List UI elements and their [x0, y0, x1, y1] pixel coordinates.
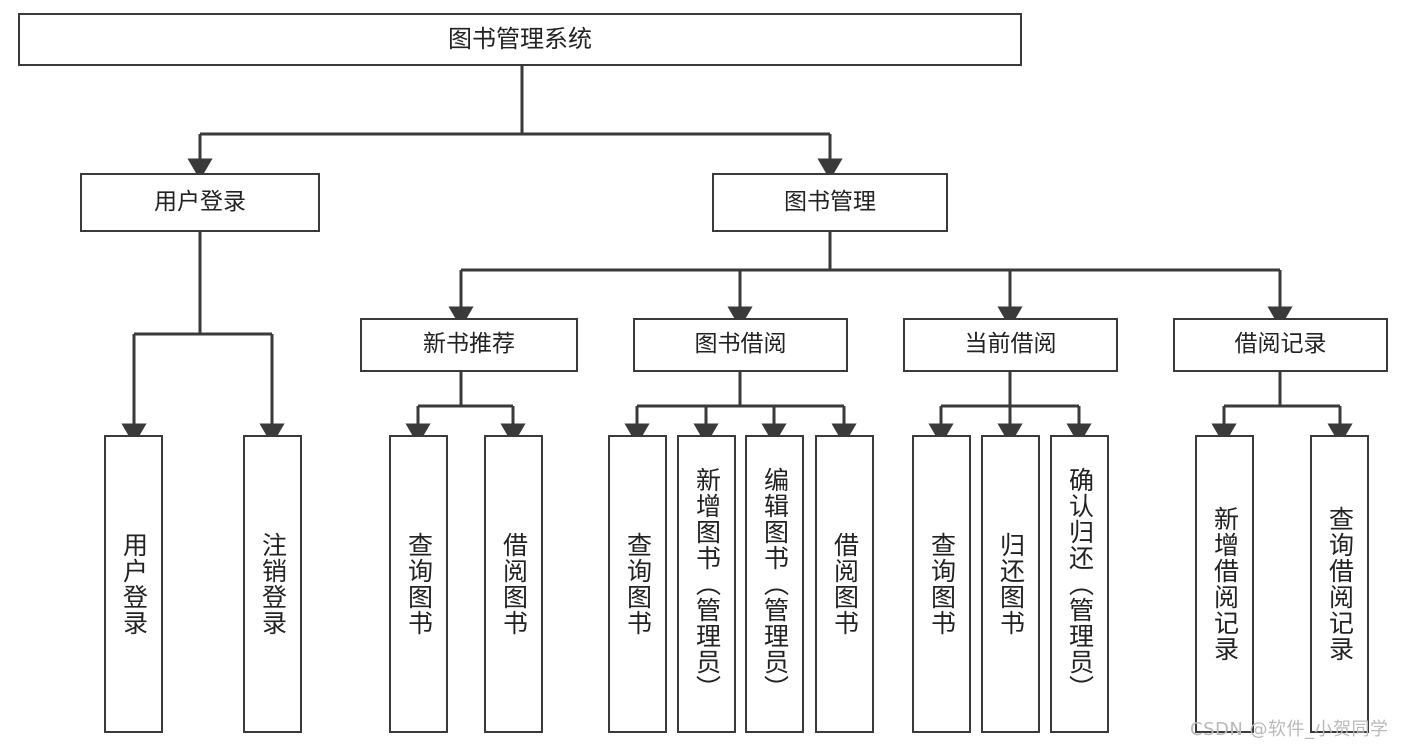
leaf-query-book-new[interactable]: 查询图书 — [389, 435, 448, 733]
leaf-add-book-admin[interactable]: 新增图书（管理员） — [677, 435, 736, 733]
leaf-query-book-current[interactable]: 查询图书 — [912, 435, 971, 733]
node-label: 查询借阅记录 — [1325, 506, 1355, 662]
leaf-add-borrow-record[interactable]: 新增借阅记录 — [1195, 435, 1254, 733]
node-label: 编辑图书（管理员） — [760, 467, 790, 701]
node-label: 借阅图书 — [830, 532, 860, 636]
csdn-watermark: CSDN @软件_小贺同学 — [1190, 719, 1389, 740]
leaf-query-book-borrow[interactable]: 查询图书 — [608, 435, 667, 733]
leaf-edit-book-admin[interactable]: 编辑图书（管理员） — [745, 435, 804, 733]
node-label: 借阅图书 — [499, 532, 529, 636]
leaf-return-book[interactable]: 归还图书 — [981, 435, 1040, 733]
node-borrow-records[interactable]: 借阅记录 — [1173, 318, 1388, 372]
node-label: 查询图书 — [927, 532, 957, 636]
leaf-borrow-book[interactable]: 借阅图书 — [815, 435, 874, 733]
node-label: 归还图书 — [996, 532, 1026, 636]
node-label: 图书借阅 — [694, 331, 787, 358]
node-label: 查询图书 — [623, 532, 653, 636]
leaf-logout-login[interactable]: 注销登录 — [243, 435, 302, 733]
node-book-borrow[interactable]: 图书借阅 — [633, 318, 848, 372]
leaf-confirm-return-admin[interactable]: 确认归还（管理员） — [1050, 435, 1109, 733]
leaf-query-borrow-record[interactable]: 查询借阅记录 — [1310, 435, 1369, 733]
node-label: 新增借阅记录 — [1210, 506, 1240, 662]
node-label: 新书推荐 — [423, 331, 515, 358]
node-label: 确认归还（管理员） — [1065, 467, 1095, 701]
node-current-borrow[interactable]: 当前借阅 — [903, 318, 1118, 372]
leaf-borrow-book-new[interactable]: 借阅图书 — [484, 435, 543, 733]
node-book-management[interactable]: 图书管理 — [712, 173, 948, 232]
node-label: 注销登录 — [258, 532, 288, 636]
node-root-system[interactable]: 图书管理系统 — [18, 13, 1022, 66]
node-label: 图书管理系统 — [448, 25, 592, 54]
node-label: 新增图书（管理员） — [692, 467, 722, 701]
node-label: 图书管理 — [784, 188, 876, 215]
node-label: 借阅记录 — [1234, 331, 1327, 358]
node-label: 用户登录 — [119, 532, 149, 636]
leaf-user-login[interactable]: 用户登录 — [104, 435, 163, 733]
node-user-login[interactable]: 用户登录 — [80, 173, 320, 232]
node-label: 当前借阅 — [964, 331, 1057, 358]
node-new-book-recommend[interactable]: 新书推荐 — [360, 318, 578, 372]
node-label: 用户登录 — [154, 188, 246, 215]
node-label: 查询图书 — [404, 532, 434, 636]
